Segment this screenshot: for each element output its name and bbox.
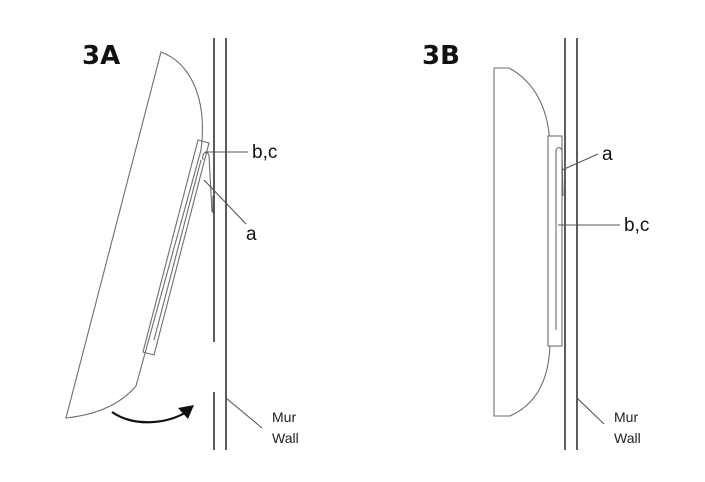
callout-a-label: a (246, 224, 257, 245)
wall-label-en: Wall (272, 430, 299, 446)
callout-bc-label: b,c (624, 215, 649, 236)
wall-label-fr: Mur (614, 409, 638, 425)
callout-a-label: a (602, 144, 613, 165)
rotation-arrow (111, 405, 194, 424)
wall-label-leader (225, 397, 263, 429)
wall-label-leader (576, 397, 605, 425)
mounting-hook (202, 151, 213, 213)
figure-3b-title: 3B (422, 41, 460, 71)
rotation-arrow-head (178, 405, 194, 419)
figure-3a-device (65, 51, 214, 419)
device-back-plate (547, 135, 563, 347)
callout-bc-label: b,c (252, 142, 277, 163)
device-back-plate (142, 139, 210, 356)
callout-a-leader (561, 153, 599, 171)
callout-a-leader (203, 179, 247, 225)
figure-3b: 3B a b,c Mur Wall (422, 38, 649, 450)
device-body-mounted (493, 67, 551, 417)
back-plate-inner-line (153, 159, 202, 341)
figure-3b-device (493, 67, 564, 417)
wall-label-fr: Mur (272, 409, 296, 425)
mounting-hook (555, 146, 564, 197)
figure-3b-wall (564, 38, 578, 450)
figure-3a-wall (213, 38, 227, 450)
device-body-tilted (65, 51, 203, 419)
figure-3a: 3A b,c a Mur Wall (65, 38, 299, 450)
wall-label-en: Wall (614, 430, 641, 446)
figure-3a-title: 3A (82, 41, 120, 71)
rotation-arrow-curve (111, 409, 191, 424)
